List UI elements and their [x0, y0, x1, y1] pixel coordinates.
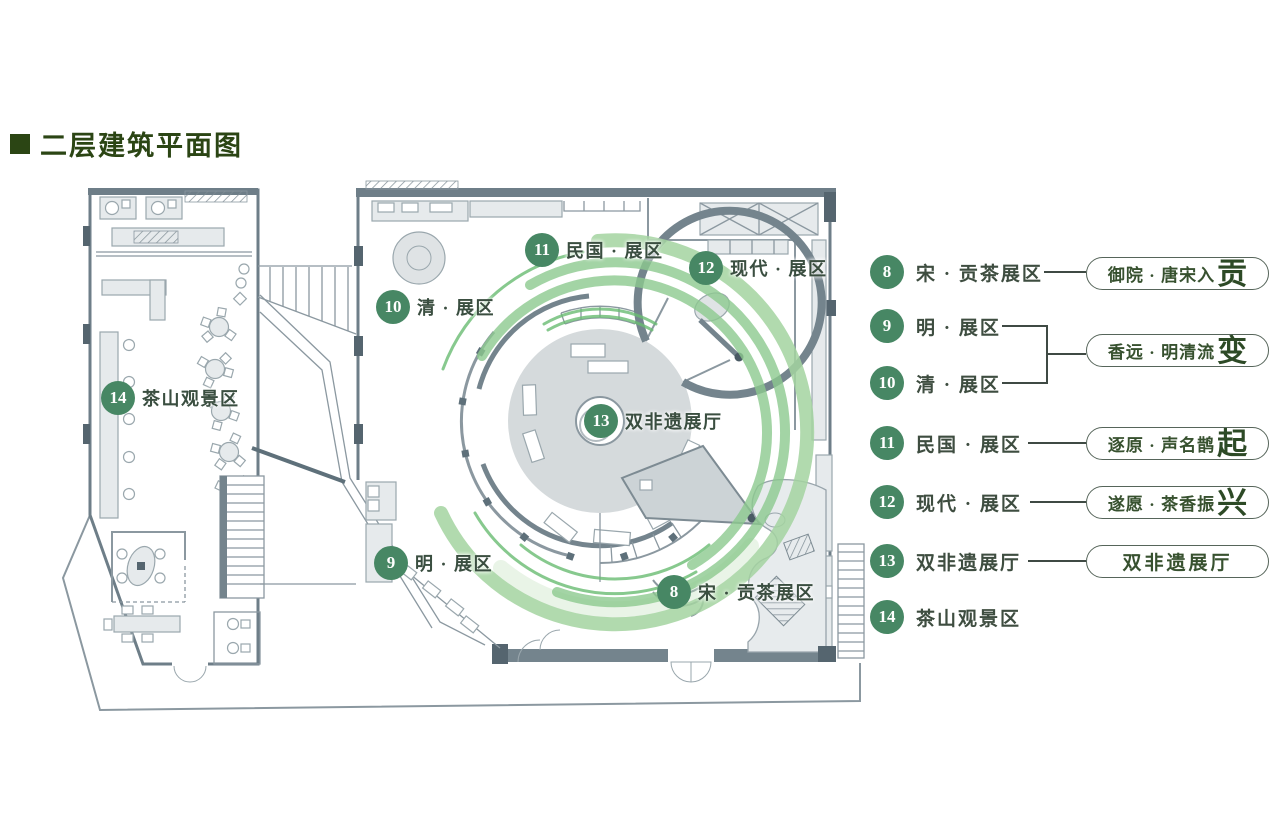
title-bullet-icon — [10, 133, 30, 154]
exterior-stairs — [818, 543, 865, 662]
pill-heritage: 双非遗展厅 — [1086, 545, 1269, 578]
plan-marker-12: 12 现代 · 展区 — [689, 251, 828, 285]
legend-number-badge: 10 — [870, 366, 904, 400]
legend-label: 茶山观景区 — [916, 608, 1022, 630]
bracket-stub-9 — [1002, 325, 1048, 327]
marker-label: 明 · 展区 — [415, 554, 494, 574]
legend-number-badge: 14 — [870, 600, 904, 634]
bracket-mid-line — [1046, 353, 1086, 355]
legend-row-8: 8 宋 · 贡茶展区 — [870, 255, 1043, 289]
pill-text: 遂愿 · 茶香振 — [1107, 495, 1216, 514]
legend-number-badge: 13 — [870, 544, 904, 578]
legend-label: 双非遗展厅 — [916, 552, 1022, 574]
connector-line-13 — [1028, 560, 1086, 562]
page-title-text: 二层建筑平面图 — [40, 131, 243, 161]
connector-atrium — [251, 265, 486, 646]
plan-marker-10: 10 清 · 展区 — [376, 290, 495, 324]
marker-number-badge: 10 — [376, 290, 410, 324]
site-boundary — [61, 514, 861, 712]
pill-text: 御院 · 唐宋入 — [1107, 266, 1216, 285]
pill-song: 御院 · 唐宋入 贡 — [1086, 257, 1269, 290]
plan-marker-13: 13 双非遗展厅 — [584, 404, 723, 438]
legend-row-14: 14 茶山观景区 — [870, 600, 1021, 634]
staircase-left-wing — [219, 475, 265, 599]
legend-number-badge: 11 — [870, 426, 904, 460]
arc-walls — [458, 293, 731, 564]
legend-label: 宋 · 贡茶展区 — [916, 263, 1043, 285]
legend-label: 民国 · 展区 — [916, 434, 1022, 456]
marker-number-badge: 8 — [657, 575, 691, 609]
pill-minguo: 逐原 · 声名鹊 起 — [1086, 427, 1269, 460]
plan-marker-11: 11 民国 · 展区 — [525, 233, 664, 267]
pill-text: 逐原 · 声名鹊 — [1107, 436, 1216, 455]
marker-number-badge: 14 — [101, 381, 135, 415]
marker-number-badge: 9 — [374, 546, 408, 580]
marker-number-badge: 12 — [689, 251, 723, 285]
pill-text: 双非遗展厅 — [1122, 553, 1233, 574]
connector-line-8 — [1044, 271, 1086, 273]
legend-number-badge: 8 — [870, 255, 904, 289]
pill-modern: 遂愿 · 茶香振 兴 — [1086, 486, 1269, 519]
legend-label: 明 · 展区 — [916, 317, 1001, 339]
bracket-stub-10 — [1002, 382, 1048, 384]
legend-row-13: 13 双非遗展厅 — [870, 544, 1021, 578]
pill-big-char: 变 — [1217, 334, 1248, 368]
marker-label: 清 · 展区 — [417, 298, 496, 318]
marker-label: 现代 · 展区 — [730, 259, 828, 279]
pill-text: 香远 · 明清流 — [1107, 343, 1216, 362]
legend-number-badge: 12 — [870, 485, 904, 519]
legend-row-11: 11 民国 · 展区 — [870, 426, 1022, 460]
marker-label: 宋 · 贡茶展区 — [698, 583, 816, 603]
marker-number-badge: 13 — [584, 404, 618, 438]
ramp-and-garden — [620, 444, 827, 653]
plan-marker-9: 9 明 · 展区 — [374, 546, 493, 580]
legend-label: 现代 · 展区 — [916, 493, 1022, 515]
plan-marker-8: 8 宋 · 贡茶展区 — [657, 575, 815, 609]
plan-marker-14: 14 茶山观景区 — [101, 381, 240, 415]
marker-number-badge: 11 — [525, 233, 559, 267]
pill-big-char: 兴 — [1217, 486, 1248, 520]
legend-label: 清 · 展区 — [916, 374, 1001, 396]
marker-label: 双非遗展厅 — [625, 412, 723, 432]
pill-big-char: 贡 — [1217, 257, 1248, 291]
marker-label: 民国 · 展区 — [566, 241, 664, 261]
diagonal-displays — [387, 555, 561, 663]
green-brush-spiral — [434, 233, 815, 632]
left-wing — [83, 188, 356, 683]
pill-big-char: 起 — [1217, 427, 1248, 461]
marker-label: 茶山观景区 — [142, 389, 240, 409]
connector-line-12 — [1030, 501, 1086, 503]
connector-line-11 — [1028, 442, 1086, 444]
meeting-room — [111, 531, 186, 603]
legend-row-9: 9 明 · 展区 — [870, 309, 1001, 343]
toilet-room — [213, 611, 261, 665]
pill-ming-qing: 香远 · 明清流 变 — [1086, 334, 1269, 367]
legend-row-10: 10 清 · 展区 — [870, 366, 1001, 400]
page-title: 二层建筑平面图 — [10, 124, 243, 163]
legend-row-12: 12 现代 · 展区 — [870, 485, 1022, 519]
legend-number-badge: 9 — [870, 309, 904, 343]
